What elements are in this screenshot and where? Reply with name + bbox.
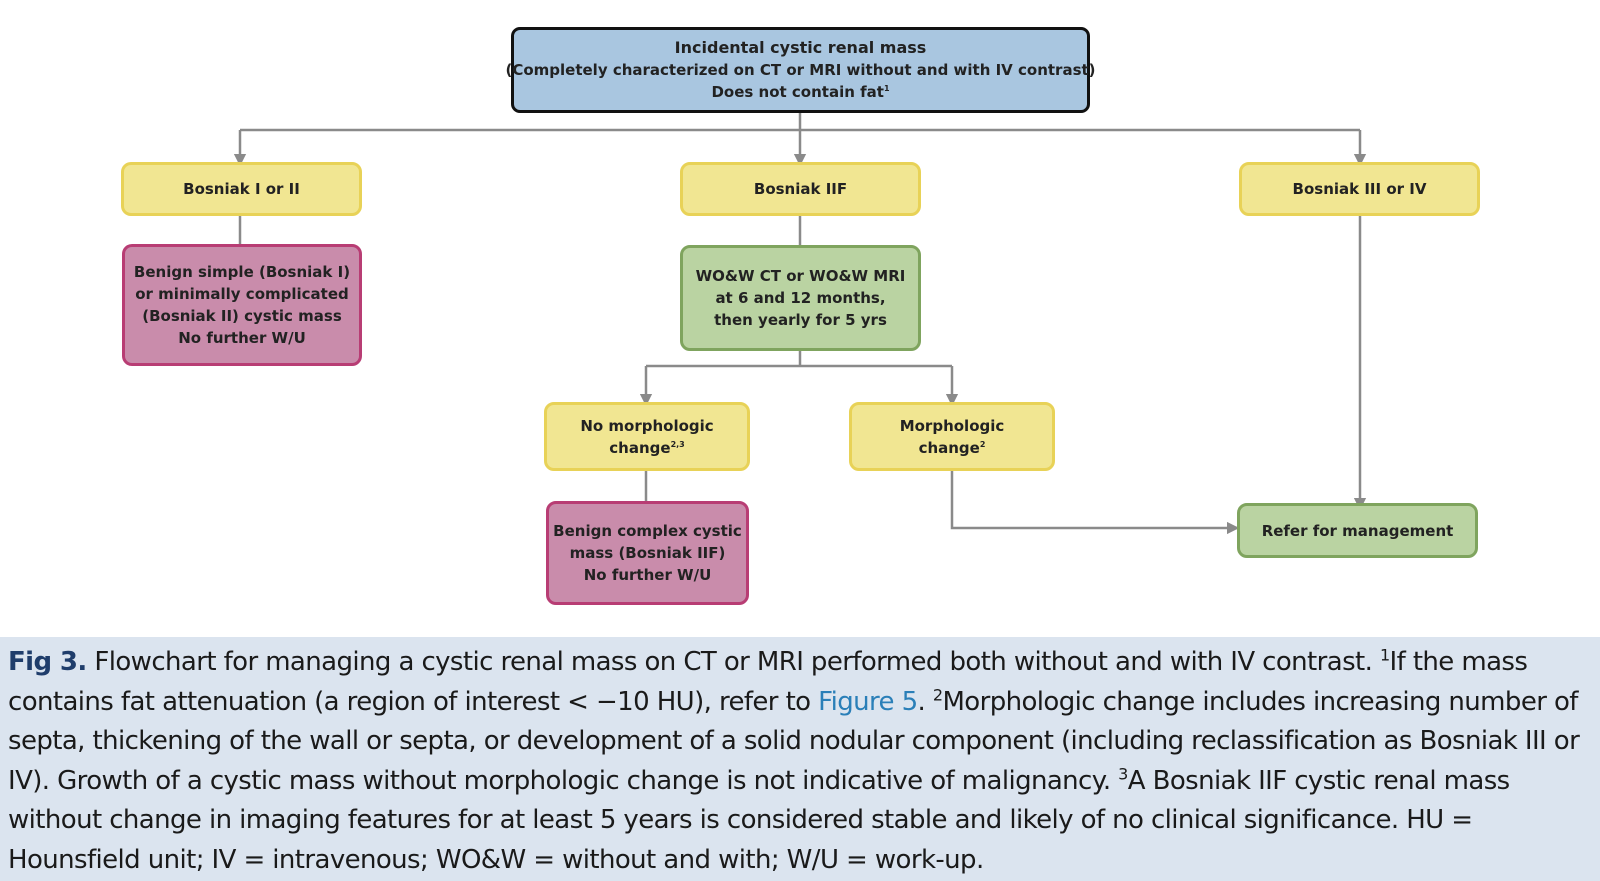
caption-text-2: If the mass contains fat attenuation (a … bbox=[8, 647, 1528, 717]
node-benign-simple: Benign simple (Bosniak I) or minimally c… bbox=[122, 244, 362, 366]
benign-simple-line-4: No further W/U bbox=[178, 329, 306, 347]
root-node-incidental-cystic-mass: Incidental cystic renal mass (Completely… bbox=[505, 27, 1096, 113]
root-fat-line: Does not contain fat1 bbox=[711, 83, 890, 101]
benign-simple-line-1: Benign simple (Bosniak I) bbox=[133, 263, 351, 281]
benign-complex-line-3: No further W/U bbox=[583, 566, 712, 584]
caption-text-1: Flowchart for managing a cystic renal ma… bbox=[86, 647, 1380, 677]
flowchart: Incidental cystic renal mass (Completely… bbox=[121, 27, 1480, 605]
node-bosniak-3-4: Bosniak III or IV bbox=[1239, 162, 1480, 216]
followup-line-3: then yearly for 5 yrs bbox=[714, 311, 887, 329]
footnote-3-marker: 3 bbox=[1118, 763, 1128, 783]
node-bosniak-1-2: Bosniak I or II bbox=[121, 162, 362, 216]
node-bosniak-3-4-label: Bosniak III or IV bbox=[1292, 180, 1427, 198]
connector-morph-to-refer bbox=[950, 470, 1240, 535]
root-title: Incidental cystic renal mass bbox=[674, 38, 927, 57]
followup-line-2: at 6 and 12 months, bbox=[715, 289, 886, 307]
figure-5-link[interactable]: Figure 5 bbox=[818, 686, 918, 717]
root-characterization-line: (Completely characterized on CT or MRI w… bbox=[505, 61, 1096, 79]
figure-caption: Fig 3. Flowchart for managing a cystic r… bbox=[0, 637, 1600, 881]
footnote-1-marker: 1 bbox=[1379, 645, 1390, 665]
morph-line-1: Morphologic bbox=[899, 416, 1005, 435]
node-morphologic-change: Morphologic change2 bbox=[849, 402, 1055, 471]
node-benign-complex: Benign complex cystic mass (Bosniak IIF)… bbox=[546, 501, 749, 605]
no-morph-line-2: change2,3 bbox=[609, 438, 685, 457]
node-bosniak-2f-label: Bosniak IIF bbox=[753, 180, 848, 198]
morph-line-2: change2 bbox=[918, 438, 986, 457]
caption-text-5: A Bosniak IIF cystic renal mass without … bbox=[8, 765, 1510, 875]
connector-lines bbox=[233, 112, 1367, 535]
benign-simple-line-2: or minimally complicated bbox=[135, 285, 349, 303]
node-followup-imaging: WO&W CT or WO&W MRI at 6 and 12 months, … bbox=[680, 245, 921, 351]
figure-label: Fig 3. bbox=[8, 647, 87, 677]
node-bosniak-2f: Bosniak IIF bbox=[680, 162, 921, 216]
benign-complex-line-1: Benign complex cystic bbox=[553, 522, 742, 540]
followup-line-1: WO&W CT or WO&W MRI bbox=[695, 267, 906, 285]
node-refer-for-management: Refer for management bbox=[1237, 503, 1478, 558]
footnote-2-marker: 2 bbox=[932, 684, 943, 704]
benign-complex-line-2: mass (Bosniak IIF) bbox=[569, 544, 726, 562]
node-no-morphologic-change: No morphologic change2,3 bbox=[544, 402, 750, 471]
caption-text-3: . bbox=[917, 686, 933, 717]
benign-simple-line-3: (Bosniak II) cystic mass bbox=[142, 307, 342, 325]
refer-label: Refer for management bbox=[1261, 521, 1454, 540]
caption-text-4: Morphologic change includes increasing n… bbox=[8, 686, 1580, 796]
no-morph-line-1: No morphologic bbox=[580, 416, 714, 435]
node-bosniak-1-2-label: Bosniak I or II bbox=[183, 180, 300, 198]
